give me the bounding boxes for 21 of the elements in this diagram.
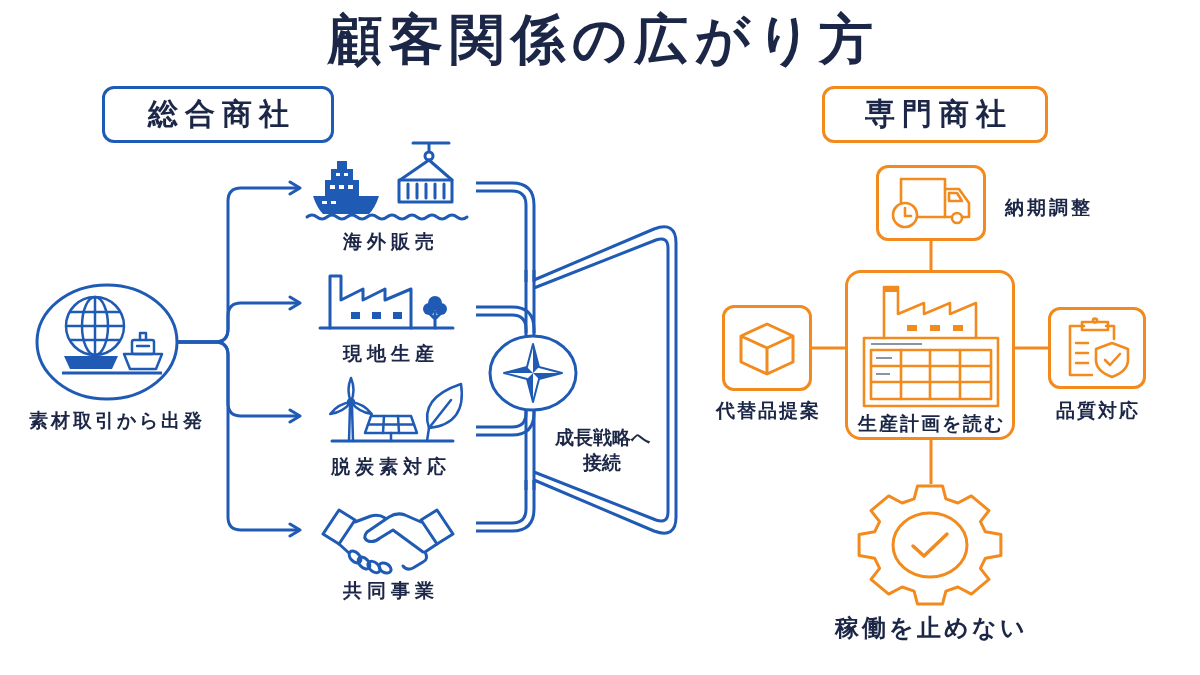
node-label: 稼働を止めない: [833, 612, 1028, 644]
node-label: 海外販売: [341, 229, 439, 254]
node-label: 脱炭素対応: [329, 453, 451, 479]
icon-box: [876, 165, 986, 241]
node-label: 素材取引から出発: [27, 408, 205, 433]
node-label: 成長戦略へ接続: [553, 424, 651, 475]
title: 顧客関係の広がり方: [326, 7, 880, 73]
heading-box: 総合商社: [102, 86, 334, 143]
connector-line: [812, 346, 845, 350]
connector-line: [929, 241, 933, 270]
connector-line: [929, 440, 933, 484]
process-box: [845, 270, 1015, 440]
node-label: 品質対応: [1055, 397, 1140, 423]
node-label: 共同事業: [341, 577, 439, 603]
side-label: 納期調整: [1003, 194, 1093, 220]
node-label: 現地生産: [341, 340, 439, 366]
arrow: [178, 340, 302, 538]
connector-line: [1015, 346, 1048, 350]
node-label: 生産計画を読む: [856, 410, 1005, 436]
node-label: 代替品提案: [714, 397, 821, 423]
heading-box: 専門商社: [822, 86, 1048, 143]
